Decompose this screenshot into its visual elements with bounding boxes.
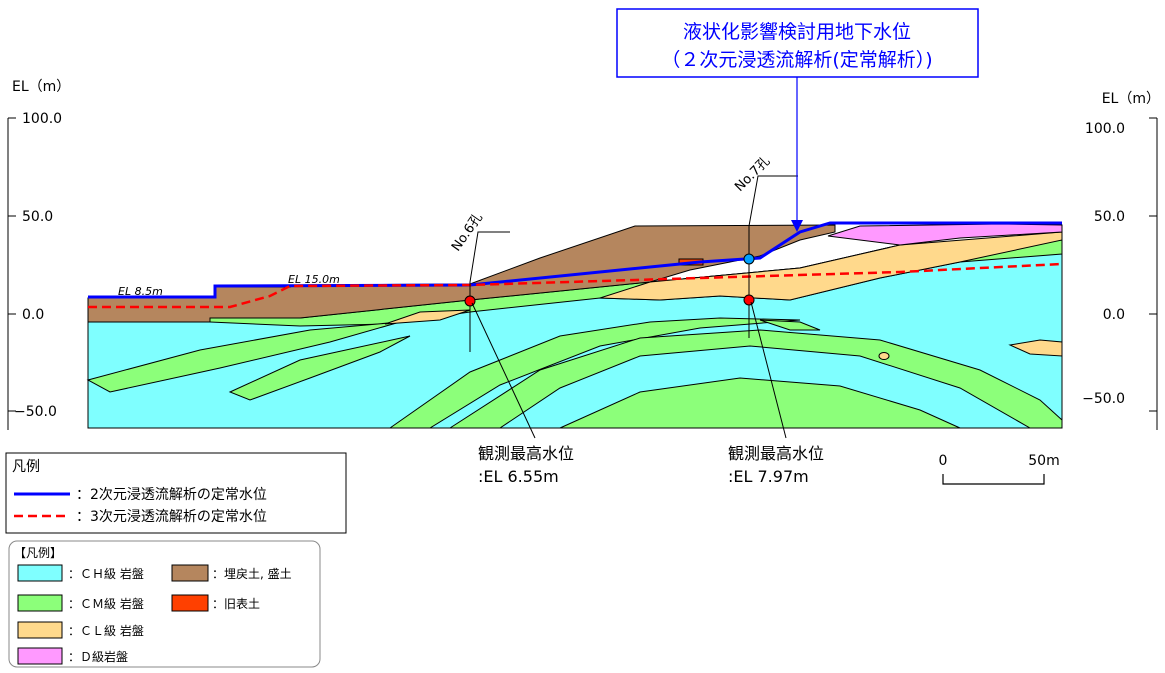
geology-section (86, 223, 1063, 429)
line-legend: 凡例 ：2次元浸透流解析の定常水位 ：3次元浸透流解析の定常水位 (5, 452, 347, 534)
cm-rock-band-1 (86, 321, 401, 393)
title-box (616, 8, 979, 78)
title-line2: （２次元浸透流解析(定常解析）) (661, 49, 932, 71)
scale-bar-line (942, 474, 1045, 485)
legend-ch-label: ：ＣＨ級 岩盤 (68, 566, 144, 581)
right-tick-label-0: 0.0 (1103, 307, 1125, 323)
title-callout: 液状化影響検討用地下水位 （２次元浸透流解析(定常解析）) (616, 8, 979, 232)
legend-fill-label: ：埋戻土, 盛土 (212, 566, 292, 581)
cm-rock-band-4 (448, 329, 1063, 429)
cm-rock-band-6 (759, 319, 821, 331)
left-tick-label-minus50: −50.0 (14, 404, 57, 420)
elevation-label-15-0: EL 15.0m (288, 273, 340, 286)
borehole-no6: No.6孔 観測最高水位 :EL 6.55m (449, 211, 574, 486)
elevation-label-8-5: EL 8.5m (118, 285, 163, 298)
left-tick-label-0: 0.0 (22, 307, 44, 323)
cl-rock-right (1008, 339, 1063, 357)
right-axis: EL（m） 100.0 50.0 0.0 −50.0 (1082, 91, 1160, 430)
water-table-3d-line (88, 262, 1063, 309)
cm-rock-band-5 (559, 377, 961, 429)
geology-legend: 【凡例】 ：ＣＨ級 岩盤 ：ＣＭ級 岩盤 ：ＣＬ級 岩盤 ：Ｄ級岩盤 ：埋戻土,… (8, 540, 321, 668)
legend-topsoil-label: ：旧表土 (212, 597, 260, 611)
cl-rock-pebble (878, 352, 890, 360)
borehole-no7-obs-point (743, 294, 755, 306)
cm-rock-band-3 (388, 317, 801, 429)
legend-cm-swatch (17, 594, 63, 612)
borehole-no7-label: No.7孔 (732, 154, 773, 195)
borehole-no7-obs-value: :EL 7.97m (728, 467, 809, 486)
cm-rock-band-2 (228, 335, 411, 401)
line-legend-title: 凡例 (12, 459, 40, 475)
water-table-2d-line (88, 221, 1062, 299)
left-axis-unit: EL（m） (12, 79, 70, 95)
scale-end-label: 50m (1028, 453, 1059, 469)
scale-start-label: 0 (939, 453, 948, 469)
legend-d-label: ：Ｄ級岩盤 (68, 649, 128, 664)
cl-rock-zone (599, 231, 1063, 301)
title-arrow-head (791, 220, 803, 232)
right-tick-label-minus50: −50.0 (1082, 391, 1125, 407)
borehole-no7-callout-line (750, 301, 787, 439)
scale-bar: 0 50m (939, 453, 1060, 485)
legend-2d-label: ：2次元浸透流解析の定常水位 (76, 487, 267, 503)
borehole-no6-obs-label: 観測最高水位 (478, 444, 574, 463)
legend-fill-swatch (171, 564, 209, 582)
legend-cm-label: ：ＣＭ級 岩盤 (68, 596, 144, 611)
borehole-no7-leader (748, 175, 798, 227)
left-tick-label-50: 50.0 (22, 209, 53, 225)
right-tick-label-50: 50.0 (1094, 209, 1125, 225)
geology-legend-box (8, 540, 321, 668)
borehole-no6-callout-line (471, 302, 536, 439)
right-axis-unit: EL（m） (1102, 91, 1160, 107)
left-axis: EL（m） 100.0 50.0 0.0 −50.0 (7, 79, 70, 430)
legend-3d-label: ：3次元浸透流解析の定常水位 (76, 509, 267, 525)
legend-ch-swatch (17, 564, 63, 582)
legend-topsoil-swatch (171, 594, 209, 612)
borehole-no6-leader (469, 231, 510, 283)
borehole-no6-obs-point (464, 295, 476, 307)
legend-d-swatch (17, 647, 63, 665)
d-rock-zone (827, 223, 1063, 246)
title-line1: 液状化影響検討用地下水位 (683, 21, 911, 43)
borehole-no6-obs-value: :EL 6.55m (478, 467, 559, 486)
borehole-no7-obs-label: 観測最高水位 (728, 444, 824, 463)
water-table-lines (88, 221, 1063, 309)
right-tick-label-100: 100.0 (1085, 121, 1125, 137)
left-tick-label-100: 100.0 (22, 111, 62, 127)
legend-cl-swatch (17, 621, 63, 639)
legend-cl-label: ：ＣＬ級 岩盤 (68, 623, 144, 638)
geology-legend-title: 【凡例】 (14, 546, 62, 560)
borehole-no7-model-point (743, 253, 755, 265)
